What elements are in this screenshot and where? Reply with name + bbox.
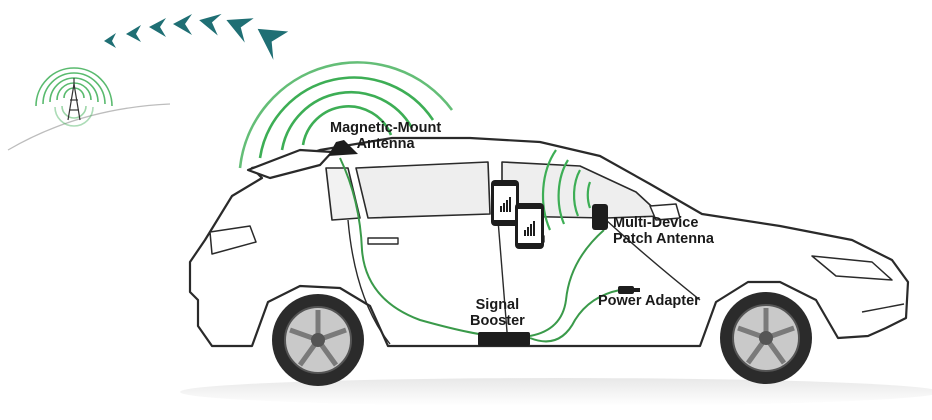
car bbox=[188, 136, 910, 348]
label-antenna-line2: Antenna bbox=[356, 136, 415, 152]
smartphone-icon bbox=[491, 180, 519, 226]
patch-signal-rings bbox=[541, 149, 592, 231]
label-booster-line2: Booster bbox=[470, 313, 525, 329]
label-magnetic-mount-antenna: Magnetic-Mount Antenna bbox=[330, 120, 441, 152]
magnetic-mount-antenna bbox=[328, 140, 358, 156]
hill-line bbox=[7, 103, 171, 151]
label-signal-booster: Signal Booster bbox=[470, 297, 525, 329]
label-power-line1: Power Adapter bbox=[598, 293, 700, 309]
front-wheel bbox=[720, 292, 812, 384]
label-antenna-line1: Magnetic-Mount bbox=[330, 120, 442, 136]
label-booster-line1: Signal bbox=[475, 297, 520, 313]
label-patch-line2: Patch Antenna bbox=[613, 231, 714, 247]
ground-shadow bbox=[180, 378, 932, 406]
antenna-signal-rings bbox=[238, 61, 454, 169]
tablet-icon bbox=[515, 203, 544, 249]
cell-tower-icon bbox=[35, 67, 113, 127]
rear-wheel bbox=[272, 294, 364, 386]
patch-antenna bbox=[592, 204, 608, 230]
signal-booster-device bbox=[478, 332, 530, 346]
cables bbox=[339, 157, 621, 343]
label-multi-device-patch-antenna: Multi-Device Patch Antenna bbox=[613, 215, 714, 247]
label-power-adapter: Power Adapter bbox=[598, 293, 700, 309]
label-patch-line1: Multi-Device bbox=[613, 215, 699, 231]
power-adapter-plug bbox=[618, 286, 640, 294]
signal-arrows-icon bbox=[104, 13, 289, 60]
